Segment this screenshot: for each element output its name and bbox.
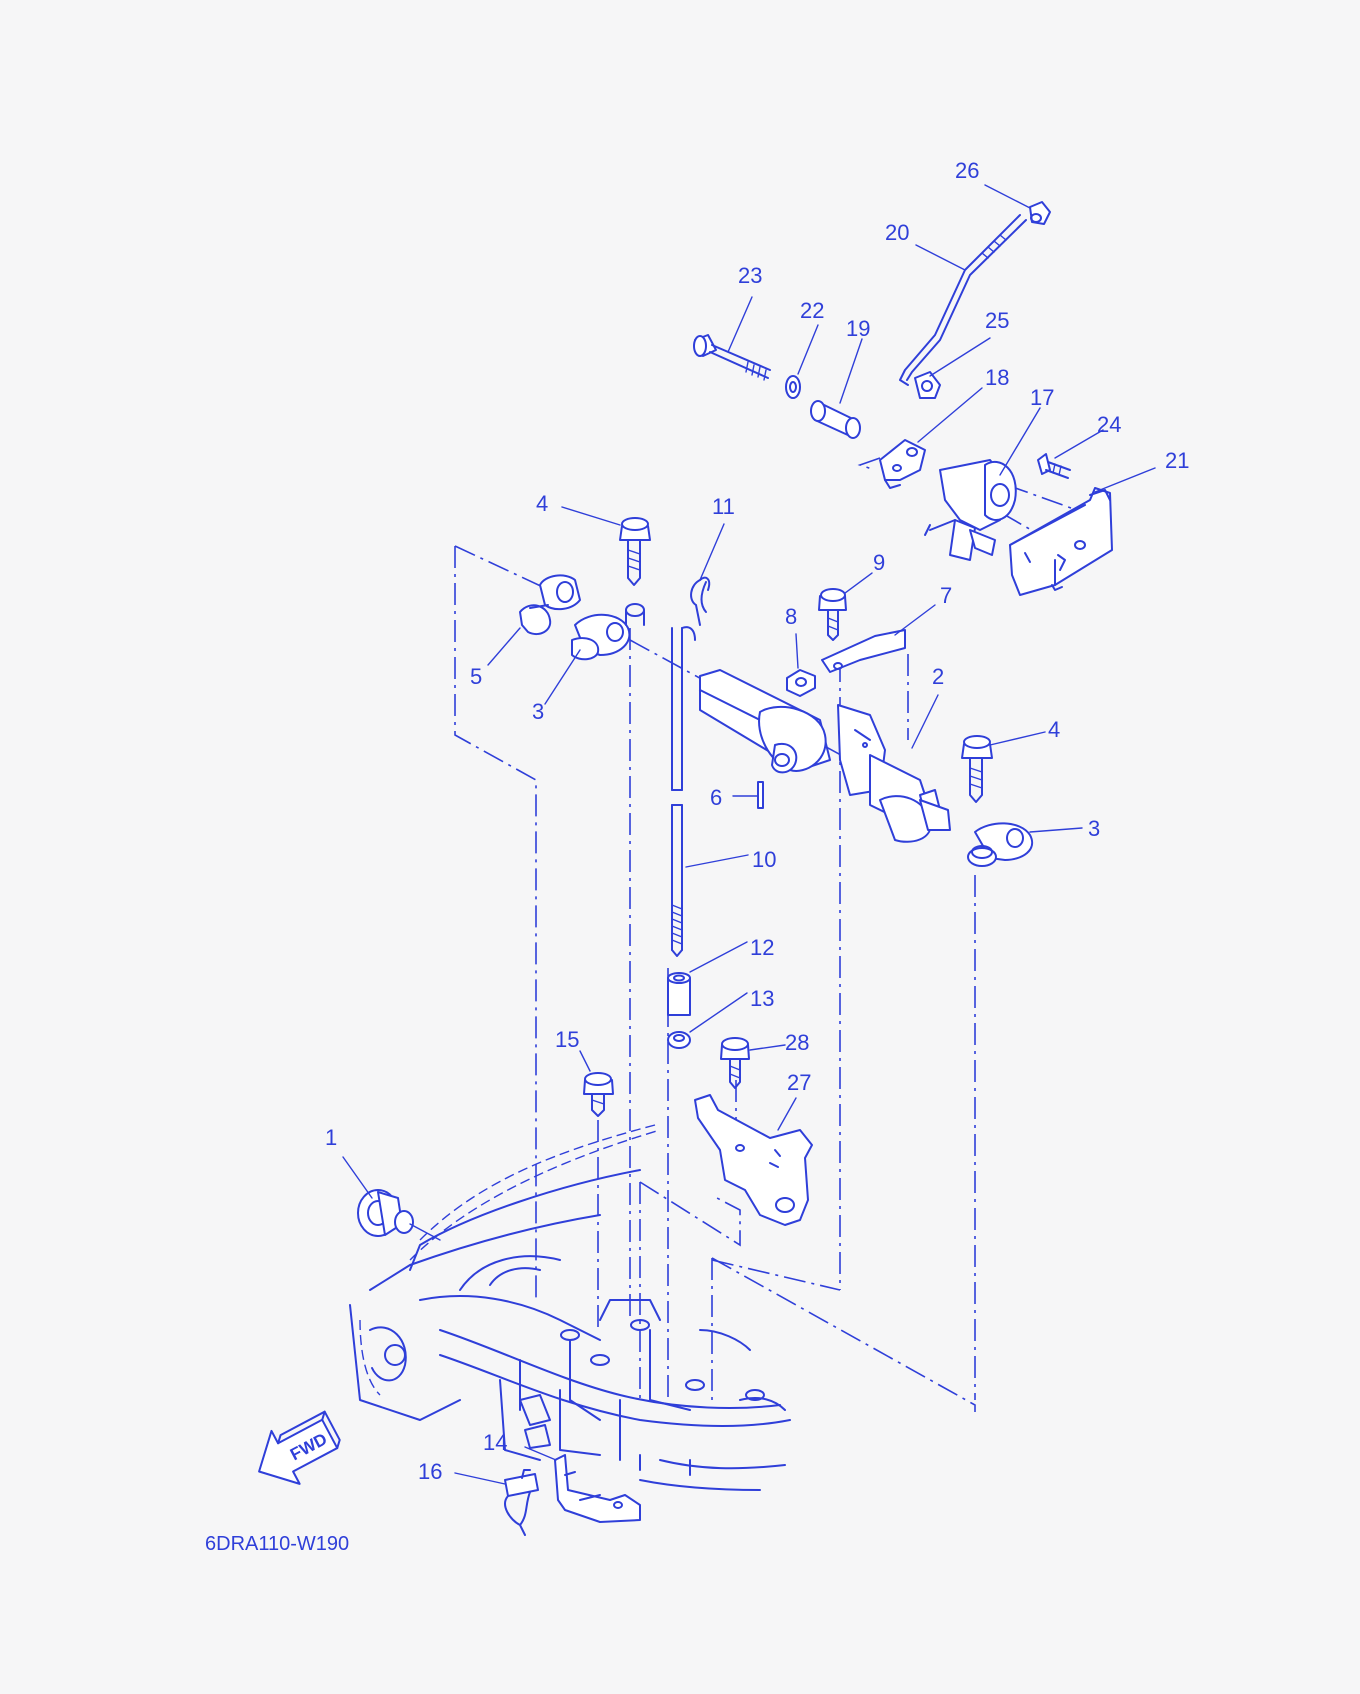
part-27-bracket <box>694 1094 813 1226</box>
part-8-nut <box>786 669 816 697</box>
callout-26: 26 <box>955 158 979 183</box>
part-19-collar <box>810 400 861 439</box>
callout-28: 28 <box>785 1030 809 1055</box>
callout-8: 8 <box>785 604 797 629</box>
part-7-plate <box>821 629 906 673</box>
part-1-grommet <box>357 1189 441 1241</box>
callout-13: 13 <box>750 986 774 1011</box>
part-17-lever <box>924 459 1017 561</box>
part-23-bolt <box>693 334 771 381</box>
callout-23: 23 <box>738 263 762 288</box>
part-18-link <box>879 439 926 489</box>
callouts: 1 2 3 3 4 4 5 6 7 8 9 10 11 12 13 14 15 … <box>325 158 1189 1484</box>
callout-22: 22 <box>800 298 824 323</box>
part-6-pin <box>757 781 764 809</box>
part-9-screw <box>818 588 847 641</box>
callout-5: 5 <box>470 664 482 689</box>
callout-4-left: 4 <box>536 491 548 516</box>
callout-19: 19 <box>846 316 870 341</box>
part-25-joint <box>914 371 941 399</box>
part-20-rod <box>899 214 1027 386</box>
part-2-shift-shaft <box>699 669 951 843</box>
callout-6: 6 <box>710 785 722 810</box>
part-16-clip <box>504 1469 539 1536</box>
part-14-bracket <box>554 1454 641 1523</box>
callout-3-left: 3 <box>532 699 544 724</box>
callout-24: 24 <box>1097 412 1121 437</box>
callout-10: 10 <box>752 847 776 872</box>
part-12-coupler <box>667 972 691 1016</box>
fwd-arrow: FWD <box>258 1410 341 1485</box>
part-11-clip <box>690 576 711 626</box>
part-5-bushing <box>519 574 581 636</box>
callout-12: 12 <box>750 935 774 960</box>
drawing-code: 6DRA110-W190 <box>205 1533 349 1555</box>
part-10-rod <box>671 626 696 957</box>
callout-4-right: 4 <box>1048 717 1060 742</box>
part-3-clamp-left <box>571 603 645 661</box>
part-13-nut <box>667 1031 691 1049</box>
callout-1: 1 <box>325 1125 337 1150</box>
callout-15: 15 <box>555 1027 579 1052</box>
part-21-bracket <box>1009 487 1113 596</box>
callout-7: 7 <box>940 583 952 608</box>
callout-9: 9 <box>873 550 885 575</box>
part-4-bolt-right <box>961 735 993 803</box>
leader-lines <box>342 184 1156 1485</box>
part-26-nut <box>1029 201 1051 225</box>
callout-27: 27 <box>787 1070 811 1095</box>
callout-25: 25 <box>985 308 1009 333</box>
callout-16: 16 <box>418 1459 442 1484</box>
callout-2: 2 <box>932 664 944 689</box>
callout-3-right: 3 <box>1088 816 1100 841</box>
callout-14: 14 <box>483 1430 507 1455</box>
callout-18: 18 <box>985 365 1009 390</box>
part-3-clamp-right <box>967 822 1033 867</box>
callout-21: 21 <box>1165 448 1189 473</box>
part-15-bolt <box>583 1072 614 1117</box>
callout-11: 11 <box>712 494 735 519</box>
callout-17: 17 <box>1030 385 1054 410</box>
part-22-washer <box>785 375 801 399</box>
part-28-bolt <box>720 1037 750 1089</box>
part-4-bolt-left <box>619 517 651 586</box>
callout-20: 20 <box>885 220 909 245</box>
part-24-screw <box>1037 453 1071 479</box>
